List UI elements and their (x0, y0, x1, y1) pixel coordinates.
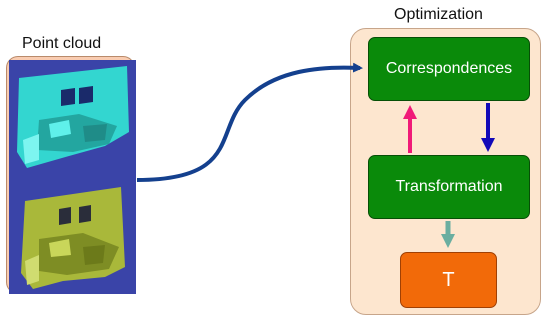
output-t-box: T (400, 252, 497, 308)
point-cloud-label: Point cloud (22, 35, 102, 52)
correspondences-box: Correspondences (368, 37, 530, 101)
optimization-label: Optimization (394, 6, 483, 23)
point-cloud-scan-bottom (9, 177, 136, 294)
input-arrow (136, 62, 363, 182)
point-cloud-scan-top (9, 60, 136, 177)
transformation-box: Transformation (368, 155, 530, 219)
